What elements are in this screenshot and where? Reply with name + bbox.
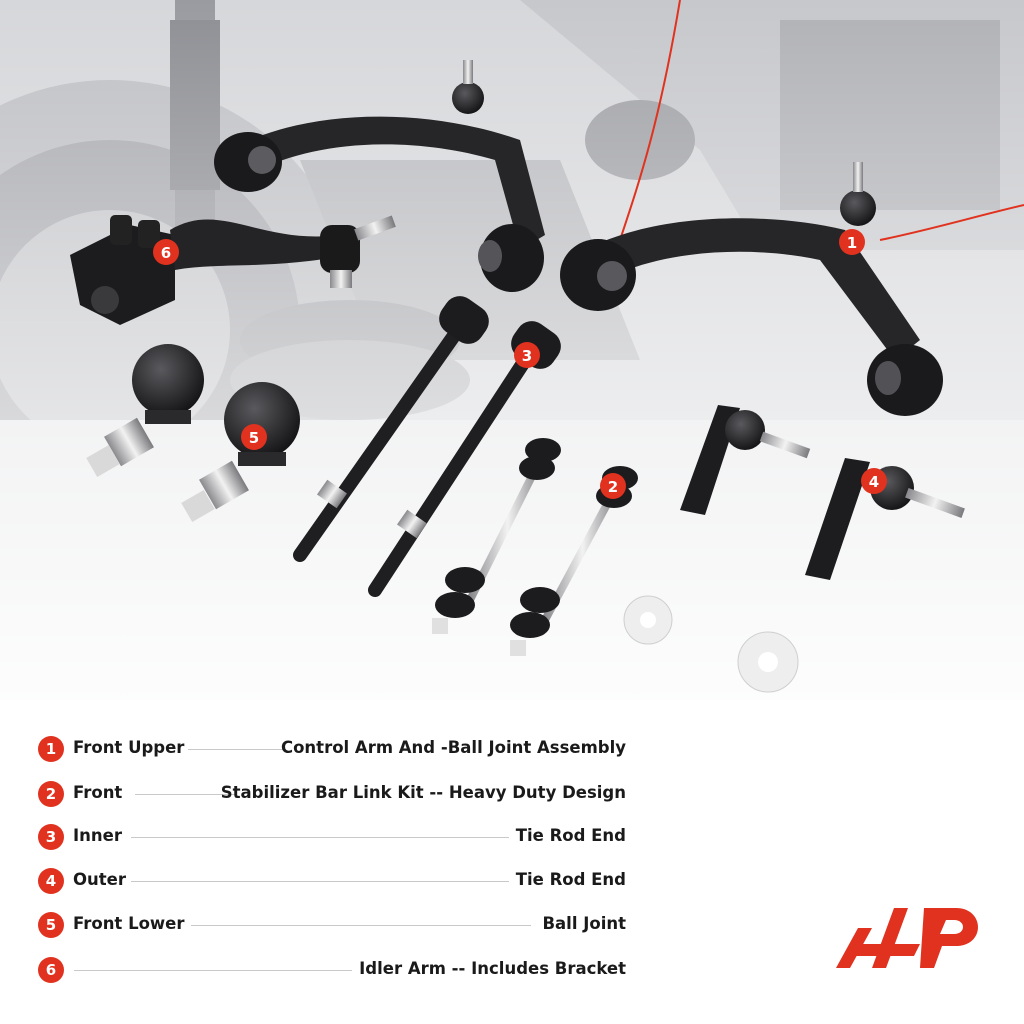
callout-2: 2 [600,473,626,499]
callout-1: 1 [839,229,865,255]
upper-control-arm-left-part [214,60,545,292]
callout-4-number: 4 [869,473,879,491]
callout-1-number: 1 [847,234,857,252]
callout-3: 3 [514,342,540,368]
callout-4: 4 [861,468,887,494]
callout-5-number: 5 [249,429,259,447]
callout-3-number: 3 [522,347,532,365]
idler-arm-part [70,215,396,325]
upper-control-arm-right-part [560,162,943,416]
a-premium-logo [836,908,979,968]
callout-2-number: 2 [608,478,618,496]
callout-6-number: 6 [161,244,171,262]
lower-ball-joint-part [86,344,300,523]
callout-5: 5 [241,424,267,450]
callout-6: 6 [153,239,179,265]
